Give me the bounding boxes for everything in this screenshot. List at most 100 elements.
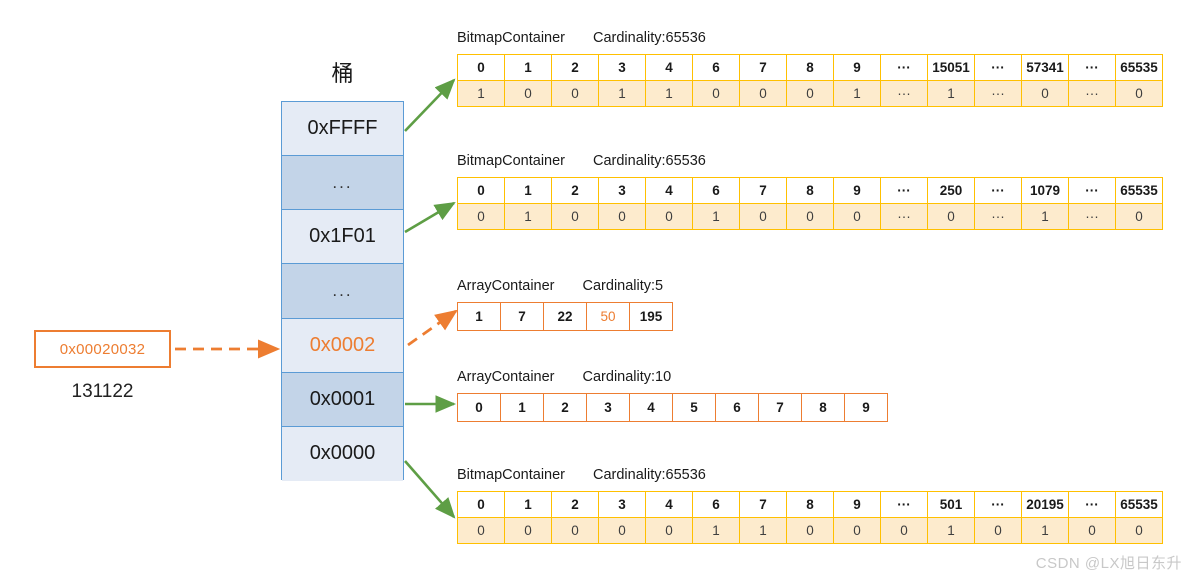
table-cell: 1 bbox=[457, 302, 501, 331]
table-cell: 65535 bbox=[1115, 54, 1163, 81]
table-cell: 0 bbox=[551, 80, 599, 107]
table-cell: 0 bbox=[1115, 517, 1163, 544]
table-cell: ··· bbox=[1068, 80, 1116, 107]
bucket-cell-label: ... bbox=[332, 172, 353, 192]
table-cell: ··· bbox=[880, 177, 928, 204]
table-cell: 0 bbox=[974, 517, 1022, 544]
table-cell: 0 bbox=[457, 177, 505, 204]
table-cell: 2 bbox=[551, 54, 599, 81]
table-cell: 1 bbox=[1021, 203, 1069, 230]
table-cell: 1 bbox=[457, 80, 505, 107]
table-cell: 0 bbox=[692, 80, 740, 107]
table-cell: 1 bbox=[739, 517, 787, 544]
bucket-cell-label: 0xFFFF bbox=[307, 117, 378, 140]
table-cell: 0 bbox=[645, 517, 693, 544]
table-cell: 65535 bbox=[1115, 177, 1163, 204]
table-cell: ··· bbox=[880, 54, 928, 81]
table-cell: 0 bbox=[457, 54, 505, 81]
table-cell: 8 bbox=[801, 393, 845, 422]
table-cell: 1 bbox=[504, 177, 552, 204]
bucket-cell-0x0002[interactable]: 0x0002 bbox=[282, 318, 403, 373]
container-header: BitmapContainer Cardinality:65536 bbox=[457, 30, 1163, 49]
table-cell: 0 bbox=[1068, 517, 1116, 544]
table-cell: 3 bbox=[598, 491, 646, 518]
table-cell: ··· bbox=[880, 491, 928, 518]
bucket-cell-label: ... bbox=[332, 280, 353, 300]
table-cell: 6 bbox=[692, 491, 740, 518]
table-cell: 1 bbox=[645, 80, 693, 107]
table-cell: 0 bbox=[551, 517, 599, 544]
bucket-cell-0x0001[interactable]: 0x0001 bbox=[282, 372, 403, 427]
table-cell: 195 bbox=[629, 302, 673, 331]
table-cell: 0 bbox=[1021, 80, 1069, 107]
container-cardinality-label: Cardinality:65536 bbox=[593, 467, 706, 483]
container-cardinality-label: Cardinality:5 bbox=[582, 278, 664, 294]
bucket-cell-label: 0x0000 bbox=[309, 442, 376, 465]
table-cell: 0 bbox=[645, 203, 693, 230]
table-cell: 1 bbox=[598, 80, 646, 107]
table-cell: 1 bbox=[504, 203, 552, 230]
table-cell: 9 bbox=[833, 54, 881, 81]
table-cell: 0 bbox=[786, 203, 834, 230]
bucket-cell-[interactable]: ... bbox=[282, 156, 403, 211]
container-type-label: BitmapContainer bbox=[457, 30, 565, 46]
table-cell: 22 bbox=[543, 302, 587, 331]
table-cell: 9 bbox=[844, 393, 888, 422]
table-cell: 2 bbox=[551, 491, 599, 518]
bucket-cell-[interactable]: ... bbox=[282, 264, 403, 319]
bucket-cell-0xFFFF[interactable]: 0xFFFF bbox=[282, 102, 403, 157]
table-cell: 8 bbox=[786, 177, 834, 204]
arrow-bucket-ffff bbox=[404, 78, 456, 132]
table-cell: 0 bbox=[504, 517, 552, 544]
table-cell: 0 bbox=[457, 491, 505, 518]
table-cell: 1 bbox=[692, 517, 740, 544]
table-cell: 7 bbox=[758, 393, 802, 422]
table-cell: 0 bbox=[927, 203, 975, 230]
table-cell: 6 bbox=[692, 54, 740, 81]
table-cell: 8 bbox=[786, 54, 834, 81]
table-cell: 250 bbox=[927, 177, 975, 204]
bucket-cell-label: 0x0002 bbox=[309, 333, 376, 356]
bucket-cell-0x1F01[interactable]: 0x1F01 bbox=[282, 210, 403, 265]
table-cell: 0 bbox=[457, 393, 501, 422]
table-cell: ··· bbox=[1068, 203, 1116, 230]
table-cell: 1 bbox=[927, 80, 975, 107]
source-key-hex: 0x00020032 bbox=[59, 340, 146, 358]
table-cell: ··· bbox=[1068, 491, 1116, 518]
table-cell: 1 bbox=[1021, 517, 1069, 544]
table-cell: 3 bbox=[586, 393, 630, 422]
table-cell: 0 bbox=[833, 203, 881, 230]
table-cell: 0 bbox=[598, 203, 646, 230]
table-cell: 7 bbox=[739, 54, 787, 81]
table-cell: 57341 bbox=[1021, 54, 1069, 81]
container-cardinality-label: Cardinality:65536 bbox=[593, 30, 706, 46]
table-cell: 0 bbox=[457, 517, 505, 544]
watermark: CSDN @LX旭日东升 bbox=[1035, 555, 1182, 572]
table-cell: 0 bbox=[457, 203, 505, 230]
container-cardinality-label: Cardinality:65536 bbox=[593, 153, 706, 169]
bucket-cell-0x0000[interactable]: 0x0000 bbox=[282, 426, 403, 481]
table-cell: 6 bbox=[692, 177, 740, 204]
table-cell: 6 bbox=[715, 393, 759, 422]
table-cell: 4 bbox=[645, 177, 693, 204]
table-cell: 1079 bbox=[1021, 177, 1069, 204]
table-cell: 7 bbox=[500, 302, 544, 331]
table-cell: ··· bbox=[880, 203, 928, 230]
table-cell: 50 bbox=[586, 302, 630, 331]
source-key-decimal: 131122 bbox=[71, 381, 134, 402]
